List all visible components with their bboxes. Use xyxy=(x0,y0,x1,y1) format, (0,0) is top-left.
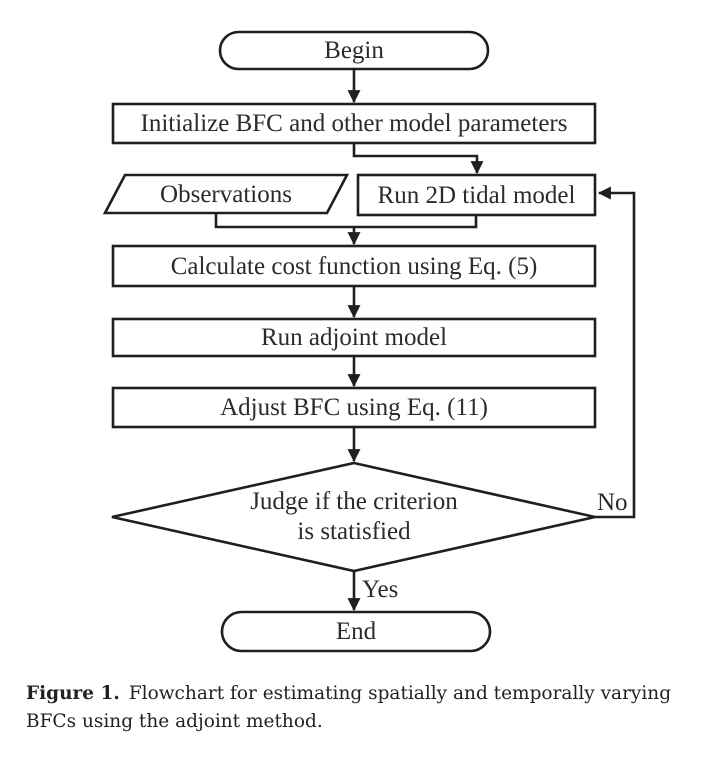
begin-terminator-label: Begin xyxy=(324,37,384,64)
adjoint-process-shape xyxy=(111,317,597,358)
yes-edge-label: Yes xyxy=(362,576,399,603)
initialize-process-label: Initialize BFC and other model parameter… xyxy=(140,110,568,137)
observations-parallelogram-label: Observations xyxy=(160,180,292,208)
adjust-process-shape xyxy=(111,386,597,429)
judge-decision-diamond-shape xyxy=(111,461,596,573)
arrow-initialize-to-run-tidal xyxy=(352,143,484,175)
adjust-process-label: Adjust BFC using Eq. (11) xyxy=(220,394,488,421)
judge-decision-label-line1: Judge if the criterion xyxy=(250,488,458,515)
judge-decision-label-line2: is statisfied xyxy=(297,518,411,545)
judge-decision-label: Judge if the criterion is statisfied xyxy=(154,487,554,547)
run-tidal-process-shape xyxy=(356,173,597,217)
end-terminator-shape xyxy=(220,610,492,653)
no-edge-label: No xyxy=(597,489,628,516)
end-terminator-label: End xyxy=(335,618,377,645)
cost-process-shape xyxy=(111,244,597,288)
initialize-process-shape xyxy=(111,102,597,145)
merge-bracket-observations-run-tidal xyxy=(214,213,478,229)
arrow-judge-no-feedback xyxy=(595,186,636,519)
adjoint-process-label: Run adjoint model xyxy=(260,324,448,351)
observations-parallelogram-shape xyxy=(102,173,350,215)
run-tidal-process-label: Run 2D tidal model xyxy=(377,181,576,209)
cost-process-label: Calculate cost function using Eq. (5) xyxy=(170,252,538,280)
begin-terminator-shape xyxy=(218,30,490,71)
figure-caption-text: Flowchart for estimating spatially and t… xyxy=(26,683,672,732)
figure-caption-label: Figure 1. xyxy=(26,683,120,704)
figure-caption: Figure 1.Flowchart for estimating spatia… xyxy=(26,680,702,736)
